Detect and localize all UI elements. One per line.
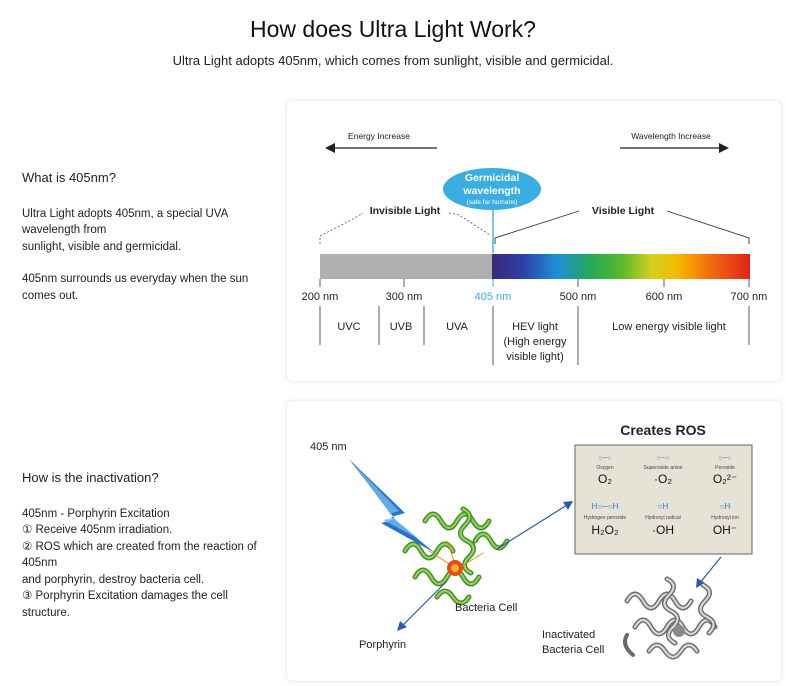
band-hev: HEV light [512, 321, 558, 333]
visible-bracket-right [666, 210, 750, 244]
ros-cell-name: Superoxide anion [644, 465, 683, 471]
band-hev-sub2: visible light) [506, 351, 563, 363]
tick-200: 200 nm [302, 291, 339, 303]
spectrum-card: Energy Increase Wavelength Increase Germ… [286, 100, 782, 382]
section2-line: ① Receive 405nm irradiation. [22, 524, 173, 536]
inactivated-core [673, 625, 685, 637]
bubble-line1: Germicidal [465, 172, 519, 184]
section1-heading: What is 405nm? [22, 170, 116, 185]
visible-bar [492, 254, 750, 279]
ros-cell-name: Hydrogen peroxide [584, 515, 626, 521]
ros-cell-hydroxyl-ion: ○H Hydroxyl ion OH⁻ [711, 502, 739, 537]
ros-card: Creates ROS 405 nm Bac [286, 400, 782, 682]
ros-cell-formula: H₂O₂ [591, 523, 619, 537]
superoxide-molecule-icon: ○─○ [656, 455, 669, 462]
tick-500: 500 nm [560, 291, 597, 303]
oxygen-molecule-icon: ○─○ [598, 455, 611, 462]
hydrogen-peroxide-molecule-icon: H○─○H [592, 502, 619, 511]
energy-arrowhead [325, 143, 335, 153]
section1-para1-line: sunlight, visible and germicidal. [22, 240, 182, 253]
ros-arrowhead [563, 501, 573, 510]
ros-cell-formula: O₂ [598, 472, 612, 486]
ros-cell-name: Oxygen [596, 465, 613, 471]
invisible-bracket-right [448, 212, 491, 236]
band-uvb: UVB [390, 321, 413, 333]
section2-heading: How is the inactivation? [22, 470, 159, 485]
inactivated-line1: Inactivated [542, 629, 595, 641]
lightning-highlight [353, 463, 419, 539]
ros-cell-formula: ·O₂ [654, 472, 672, 486]
wavelength-label: Wavelength Increase [631, 131, 711, 141]
section2-line: 405nm - Porphyrin Excitation [22, 507, 170, 520]
band-hev-sub1: (High energy [504, 336, 567, 348]
ros-diagram: Creates ROS 405 nm Bac [310, 422, 753, 660]
invisible-bracket-left [319, 212, 364, 244]
bacteria-label: Bacteria Cell [455, 602, 517, 614]
band-uva: UVA [446, 321, 468, 333]
invisible-label: Invisible Light [370, 205, 441, 217]
wavelength-arrowhead [719, 143, 729, 153]
inactivate-arrowhead [696, 578, 705, 588]
section1-para2-line: comes out. [22, 289, 79, 302]
ros-box [574, 444, 753, 555]
porphyrin-arrow-line [400, 580, 448, 628]
tick-300: 300 nm [386, 291, 423, 303]
ros-cell-peroxide: ○─○ Peroxide O₂²⁻ [713, 455, 737, 486]
tick-405: 405 nm [475, 291, 512, 303]
hydroxyl-ion-molecule-icon: ○H [720, 502, 731, 511]
tick-600: 600 nm [646, 291, 683, 303]
section2-text: How is the inactivation? 405nm - Porphyr… [22, 470, 257, 621]
source-label: 405 nm [310, 441, 347, 453]
spectrum-diagram: Energy Increase Wavelength Increase Germ… [302, 131, 768, 365]
section1-para1-line: wavelength from [22, 224, 107, 236]
visible-label: Visible Light [592, 205, 655, 217]
ros-cell-name: Hydroxyl radical [645, 515, 681, 521]
ros-arrow-line [496, 504, 568, 550]
inactivated-bacteria-icon [623, 576, 718, 660]
ros-title: Creates ROS [620, 422, 706, 438]
section2-line: 405nm [22, 557, 58, 569]
porphyrin-arrowhead [397, 621, 407, 631]
section1-text: What is 405nm? Ultra Light adopts 405nm,… [22, 170, 248, 304]
ros-cell-oxygen: ○─○ Oxygen O₂ [596, 455, 613, 486]
invisible-bar [320, 254, 492, 279]
section2-line: ③ Porphyrin Excitation damages the cell [22, 590, 228, 602]
germicidal-bubble [443, 168, 541, 210]
bacteria-cell-icon [402, 506, 510, 606]
ros-cell-formula: O₂²⁻ [713, 472, 737, 486]
peroxide-molecule-icon: ○─○ [718, 455, 731, 462]
inactivate-arrow-line [698, 556, 722, 585]
bubble-line2: wavelength [462, 185, 520, 197]
inactivated-line2: Bacteria Cell [542, 644, 604, 656]
band-uvc: UVC [337, 321, 360, 333]
ros-cell-hydroxyl-radical: ○H Hydroxyl radical ·OH [645, 502, 681, 537]
energy-label: Energy Increase [348, 131, 410, 141]
ros-cell-name: Hydroxyl ion [711, 515, 739, 521]
bubble-line3: (safe for humans) [467, 199, 518, 206]
ros-cell-formula: OH⁻ [713, 523, 737, 537]
ros-cell-formula: ·OH [652, 523, 674, 537]
section2-line: ② ROS which are created from the reactio… [22, 540, 257, 553]
band-low-energy: Low energy visible light [612, 321, 726, 333]
visible-bracket-left [494, 210, 580, 244]
section2-line: structure. [22, 606, 70, 619]
ros-cell-name: Peroxide [715, 465, 735, 471]
page-title: How does Ultra Light Work? [250, 16, 536, 42]
section2-line: and porphyrin, destroy bacteria cell. [22, 573, 205, 586]
porphyrin-core-glow [451, 564, 459, 572]
ros-cell-hydrogen-peroxide: H○─○H Hydrogen peroxide H₂O₂ [584, 502, 626, 537]
ros-cell-superoxide: ○─○ Superoxide anion ·O₂ [644, 455, 683, 486]
section1-para1-line: Ultra Light adopts 405nm, a special UVA [22, 207, 229, 220]
page-subtitle: Ultra Light adopts 405nm, which comes fr… [172, 53, 614, 68]
section1-para2-line: 405nm surrounds us everyday when the sun [22, 273, 249, 285]
tick-700: 700 nm [731, 291, 768, 303]
porphyrin-label: Porphyrin [359, 639, 406, 651]
hydroxyl-radical-molecule-icon: ○H [658, 502, 669, 511]
